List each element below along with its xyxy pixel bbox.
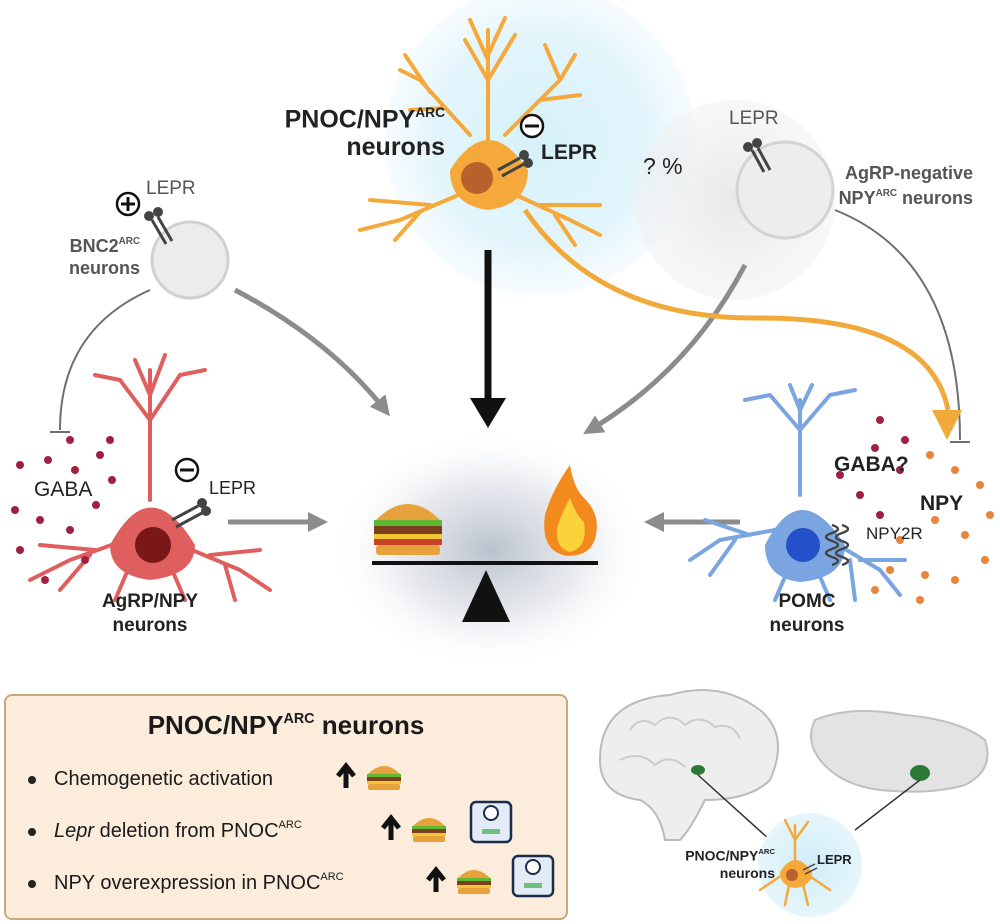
pomc-name: POMC neurons <box>769 591 845 636</box>
inset-lepr-icon <box>802 863 818 875</box>
burger-icon <box>367 766 401 790</box>
burger-icon <box>457 870 491 894</box>
summary-title: PNOC/NPYARC neurons <box>147 710 425 740</box>
pnoc-glow <box>385 0 695 295</box>
inset-nucleus <box>786 869 798 881</box>
summary-item-3: NPY overexpression in PNOCARC <box>28 871 344 895</box>
up-arrow-icon <box>426 865 446 892</box>
bnc2-name: BNC2ARC neurons <box>68 236 140 278</box>
scale-icon <box>469 800 513 844</box>
burger-icon <box>412 818 446 842</box>
inset-glow <box>758 813 862 917</box>
pomc-npy-label: NPY <box>920 492 964 515</box>
agrpneg-to-balance-arrow <box>583 263 748 435</box>
fire-icon <box>544 465 597 556</box>
agrp-gaba-label: GABA <box>34 478 93 501</box>
agrpneg-percent-label: ? % <box>643 153 683 179</box>
bnc2-plus-sign <box>115 191 141 217</box>
inset-connector-left <box>697 774 771 841</box>
inset-connector-right <box>854 779 921 831</box>
agrpneg-name: AgRP-negative NPYARC neurons <box>838 163 973 208</box>
up-arrow-icon <box>336 761 356 788</box>
summary-item-2: Lepr deletion from PNOCARC <box>28 819 302 843</box>
bnc2-lepr-icon <box>144 207 174 245</box>
pomc-gaba-dots <box>836 416 909 519</box>
agrp-name: AgRP/NPY neurons <box>101 591 199 636</box>
up-arrow-icon <box>381 813 401 840</box>
agrp-minus-sign <box>174 457 200 483</box>
npy-dots <box>871 451 994 604</box>
agrpneg-to-pomc-connector <box>834 209 961 441</box>
brain-sagittal-icon <box>598 689 779 841</box>
agrpneg-lepr-label: LEPR <box>729 108 779 129</box>
summary-box: PNOC/NPYARC neurons Chemogenetic activat… <box>4 694 568 920</box>
scale-icon <box>511 854 555 898</box>
inset-name: PNOC/NPYARC neurons <box>685 847 775 881</box>
bnc2-to-agrp-connector <box>59 289 151 431</box>
bullet-dot <box>28 827 36 836</box>
pnoc-arrowhead <box>470 398 506 428</box>
agrp-lepr-label: LEPR <box>209 478 257 498</box>
agrp-lepr-icon <box>171 498 211 529</box>
agrp-gaba-dots <box>11 436 116 584</box>
pnoc-nucleus <box>461 162 493 194</box>
pomc-npy2r-label: NPY2R <box>866 524 923 543</box>
bullet-dot <box>28 879 36 888</box>
rodent-brain-icon <box>810 710 989 793</box>
pomc-gaba-question-label: GABA? <box>834 453 909 476</box>
pnoc-to-pomc-arrowhead <box>932 410 962 440</box>
summary-icons <box>336 761 555 898</box>
pnoc-title: PNOC/NPYARC neurons <box>284 104 445 162</box>
inset-lepr-label: LEPR <box>817 852 852 867</box>
npy2r-receptor-icon <box>824 523 850 567</box>
pnoc-neuron <box>358 16 602 247</box>
pnoc-minus-sign <box>519 113 545 139</box>
pnoc-lepr-label: LEPR <box>541 141 598 164</box>
summary-item-1: Chemogenetic activation <box>28 768 273 791</box>
pomc-neuron <box>688 383 907 602</box>
agrp-neuron <box>28 353 272 602</box>
inset-neuron <box>758 818 832 907</box>
bullet-dot <box>28 775 36 784</box>
bnc2-cell <box>150 220 230 300</box>
agrp-nucleus <box>135 527 171 563</box>
burger-icon <box>374 504 442 555</box>
pomc-nucleus <box>786 528 820 562</box>
agrpneg-lepr-icon <box>743 138 772 173</box>
bnc2-to-balance-arrow <box>233 287 390 417</box>
pnoc-lepr-icon <box>497 150 533 178</box>
pnoc-to-pomc-projection <box>522 208 951 411</box>
balance-fulcrum <box>462 570 510 622</box>
bnc2-lepr-label: LEPR <box>146 178 196 199</box>
